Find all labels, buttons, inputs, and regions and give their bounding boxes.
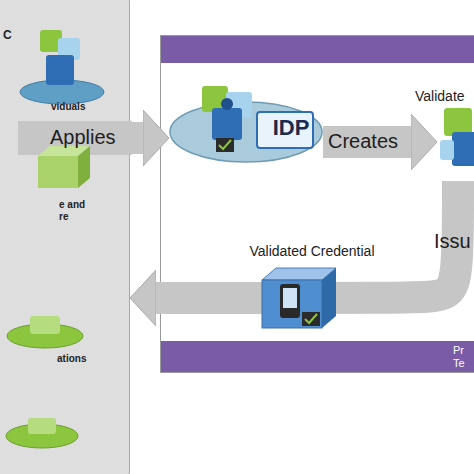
disc-shape — [170, 102, 322, 162]
node-text: ations — [57, 353, 107, 365]
diagram-box: Pr Te IDP ValidateValidated Credential — [160, 35, 474, 373]
block-arrow — [130, 122, 143, 154]
diagram-box: Validated Credential — [237, 243, 387, 333]
diagram-box: Cviduals e and re ations — [0, 0, 130, 474]
diagram-box: ations — [9, 291, 119, 371]
node-text: e and re — [59, 199, 93, 222]
node-text: C — [3, 29, 23, 43]
diagram-box: e and re — [9, 141, 119, 231]
diagram-box: viduals — [9, 15, 119, 115]
node-text: viduals — [51, 101, 111, 113]
node-text: Validate — [415, 88, 474, 104]
arrow-label: Creates — [328, 130, 398, 153]
diagram-box: Validate — [437, 105, 474, 181]
node-text: Validated Credential — [237, 243, 387, 259]
platform-disc: IDP — [169, 101, 323, 163]
node-text: Pr Te — [453, 344, 471, 369]
arrow-label: Issu — [434, 230, 471, 253]
node-text: IDP — [261, 115, 321, 140]
arrow-label: Applies — [50, 126, 116, 149]
